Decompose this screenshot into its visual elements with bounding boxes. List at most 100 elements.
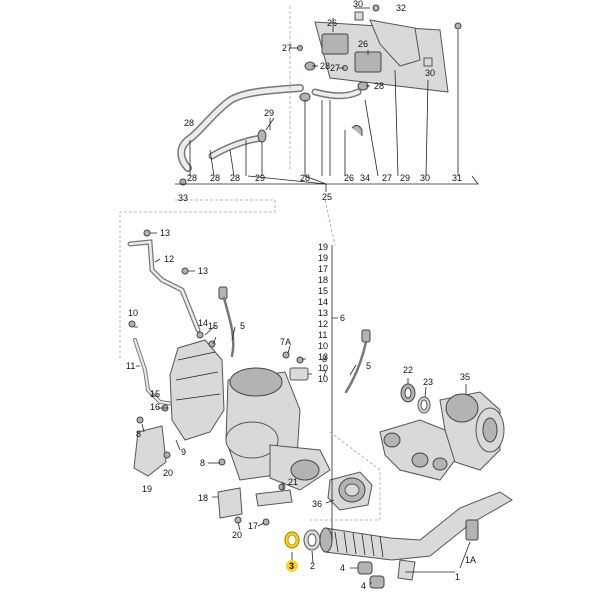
callout: 21 (288, 477, 298, 487)
callout: 13 (198, 266, 208, 276)
bolt-31 (454, 22, 462, 30)
callout: 25 (322, 192, 332, 202)
nut-20-lower (234, 516, 242, 524)
callout: 28 (320, 61, 330, 71)
bottom-row-left-28: 28 (187, 173, 197, 183)
callout-labels: 30 32 26 27 26 28 27 28 30 28 29 28 29 2… (126, 0, 476, 591)
callout: 15 (208, 321, 218, 331)
svg-text:13: 13 (318, 352, 328, 362)
callout: 27 (282, 43, 292, 53)
callout: 26 (327, 18, 337, 28)
top-leaders (189, 7, 459, 192)
callout: 8 (136, 429, 141, 439)
callout: 32 (396, 3, 406, 13)
callout: 11 (126, 361, 135, 371)
bolt-7A (282, 351, 290, 359)
stack-6-bracket (331, 245, 338, 540)
callout: 20 (163, 468, 173, 478)
support-bracket-18 (217, 487, 243, 519)
bottom-row-34: 34 (360, 173, 370, 183)
callout: 6 (340, 313, 345, 323)
callout: 14 (198, 318, 208, 328)
middle-leaders (134, 232, 471, 584)
callout: 35 (460, 372, 470, 382)
turbocharger-35 (379, 391, 505, 481)
bolt-8-lower (218, 458, 226, 466)
svg-text:19: 19 (318, 253, 328, 263)
bottom-row-28a: 28 (210, 173, 220, 183)
callout: 7 (322, 369, 327, 379)
bracket-21 (255, 489, 293, 507)
callout: 17 (248, 521, 258, 531)
callout: 18 (198, 493, 208, 503)
inset-baseline (175, 175, 479, 185)
callout: 36 (312, 499, 322, 509)
svg-text:19: 19 (318, 242, 328, 252)
svg-text:10: 10 (318, 363, 328, 373)
bolt-17 (262, 518, 270, 526)
callout: 9 (181, 447, 186, 457)
bolt-8-mid (296, 356, 304, 364)
callout-3-highlighted: 3 (289, 561, 294, 571)
bolt-32 (372, 4, 380, 12)
callout: 13 (160, 228, 170, 238)
hose-connector-28c (299, 92, 311, 102)
callout: 30 (353, 0, 363, 9)
bottom-row-27: 27 (382, 173, 392, 183)
callout: 27 (330, 63, 340, 73)
temperature-sensor-right (344, 329, 371, 394)
heat-shield-9 (169, 339, 225, 441)
callout: 10 (128, 308, 138, 318)
bolt-13-upper (143, 229, 151, 237)
clamp-7 (289, 367, 309, 381)
temperature-sensor-left (218, 286, 235, 358)
callout: 28 (374, 81, 384, 91)
fitting-30-right (423, 57, 433, 67)
inset-boundary (119, 6, 291, 300)
svg-text:10: 10 (318, 374, 328, 384)
callout: 26 (358, 39, 368, 49)
callout: 2 (310, 561, 315, 571)
bolt-20-left (163, 451, 171, 459)
particulate-filter (225, 367, 331, 491)
callout: 33 (178, 193, 188, 203)
bottom-row-29: 29 (400, 173, 410, 183)
callout: 12 (164, 254, 174, 264)
callout: 20 (232, 530, 242, 540)
egr-pipe-assembly (127, 229, 201, 477)
svg-text:11: 11 (318, 330, 327, 340)
hanger-1A (465, 519, 479, 541)
turbo-elbow-36 (327, 471, 373, 511)
callout: 15 (150, 389, 160, 399)
callout: 28 (184, 118, 194, 128)
callout: 4 (340, 563, 345, 573)
svg-text:17: 17 (318, 264, 328, 274)
bolt-13-mid (181, 267, 189, 275)
callout: 23 (423, 377, 433, 387)
fitting-30-top (354, 11, 364, 21)
bracket-arm (369, 19, 421, 67)
egr-valve-inset (119, 4, 479, 360)
bolt-33 (179, 178, 187, 186)
bolt-8-left (136, 416, 144, 424)
callout-3-highlight-dot (286, 560, 298, 572)
callout: 4 (361, 581, 366, 591)
bolt-14 (196, 331, 204, 339)
callout: 30 (425, 68, 435, 78)
callout: 5 (366, 361, 371, 371)
callout: 7A (280, 337, 291, 347)
callout: 8 (200, 458, 205, 468)
bottom-row-26: 26 (344, 173, 354, 183)
bolt-21 (278, 483, 286, 491)
svg-text:13: 13 (318, 308, 328, 318)
bottom-row-31: 31 (452, 173, 462, 183)
clip-34 (351, 124, 363, 136)
bracket-19 (133, 425, 167, 477)
svg-text:12: 12 (318, 319, 328, 329)
callout: 1 (455, 572, 460, 582)
solenoid-valve-upper (321, 33, 349, 55)
connector-29 (257, 129, 267, 143)
bolt-10-left (128, 320, 136, 328)
pipe-hanger (397, 559, 416, 581)
callout: 8 (322, 354, 327, 364)
